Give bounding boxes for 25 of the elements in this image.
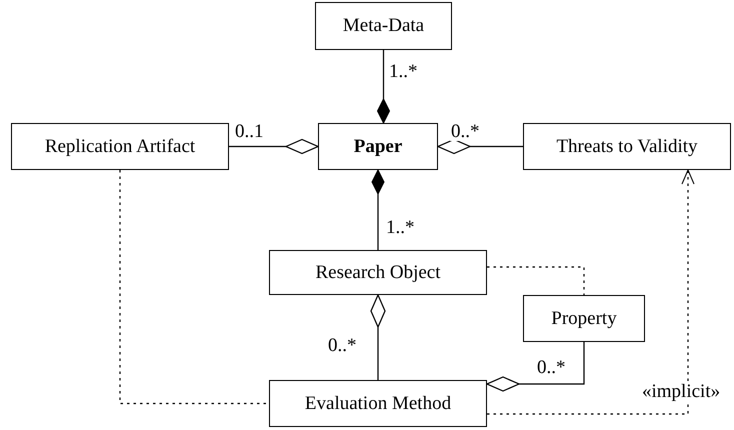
class-box — [269, 250, 487, 295]
multiplicity-label: 0..* — [450, 122, 480, 141]
aggregation-line — [437, 138, 523, 154]
aggregation-line — [229, 138, 319, 154]
aggregation-line — [372, 170, 384, 250]
class-name: Replication Artifact — [44, 136, 196, 158]
aggregation-line — [377, 50, 390, 124]
association-line — [487, 266, 585, 295]
aggregation-line — [486, 342, 585, 392]
class-name: Evaluation Method — [304, 392, 452, 414]
class-name: Meta-Data — [342, 15, 424, 37]
class-box — [315, 2, 452, 50]
aggregation-line — [370, 294, 386, 380]
class-box — [269, 380, 487, 427]
class-name: Threats to Validity — [556, 136, 698, 158]
class-box — [318, 123, 438, 170]
class-box — [523, 295, 645, 342]
dependency-arrow — [487, 170, 694, 415]
class-box — [523, 123, 731, 170]
class-name: Research Object — [315, 262, 441, 284]
class-name: Paper — [354, 136, 402, 158]
class-box — [11, 123, 229, 170]
class-name: Property — [551, 308, 617, 330]
association-line — [119, 170, 269, 404]
stereotype-label: «implicit» — [641, 382, 722, 401]
